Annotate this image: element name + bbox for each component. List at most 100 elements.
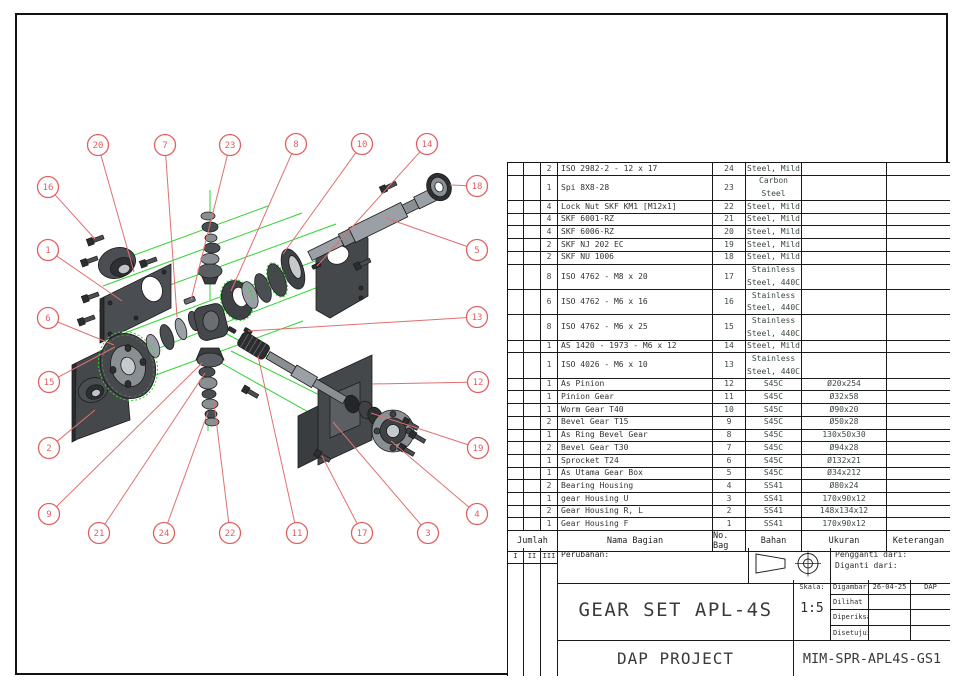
balloon-16 — [36, 175, 60, 199]
cell-material: SS41 — [746, 480, 802, 493]
balloon-18 — [465, 174, 489, 198]
cell-size — [802, 239, 887, 252]
balloon-22 — [218, 521, 242, 545]
cell-remark — [887, 480, 950, 493]
cell-blank-2 — [524, 480, 541, 493]
leader-line-20 — [100, 154, 135, 273]
gears-and-bearings — [77, 211, 415, 453]
balloon-number-6: 6 — [45, 314, 50, 324]
diganti-label: Diganti dari: — [835, 561, 898, 571]
balloon-9 — [37, 502, 61, 526]
leader-line-14 — [316, 151, 421, 267]
cell-no-bag: 2 — [713, 505, 746, 519]
cell-no-bag: 8 — [713, 429, 746, 443]
cell-name: SKF NU 1006 — [558, 251, 713, 265]
signoff-label: Dilihat — [831, 595, 869, 611]
cell-blank-2 — [524, 442, 541, 455]
cell-no-bag: 20 — [713, 226, 746, 240]
first-angle-projection-icon — [755, 550, 821, 577]
header-ukuran: Ukuran — [802, 531, 887, 553]
balloon-8 — [284, 132, 308, 156]
balloon-number-2: 2 — [46, 444, 51, 454]
balloon-number-22: 22 — [225, 529, 236, 539]
leader-line-17 — [321, 455, 358, 524]
balloon-24 — [152, 521, 176, 545]
cell-name: As Ring Bevel Gear — [558, 429, 713, 443]
cell-remark — [887, 442, 950, 455]
balloon-7 — [153, 133, 177, 157]
cell-material: Steel, Mild — [746, 226, 802, 240]
cell-no-bag: 10 — [713, 404, 746, 417]
cell-name: As Utama Gear Box — [558, 467, 713, 481]
balloon-number-7: 7 — [162, 141, 167, 151]
cell-blank-2 — [524, 454, 541, 468]
cell-material: Steel, Mild — [746, 163, 802, 176]
pengganti-cell: Pengganti dari: Diganti dari: — [831, 548, 950, 585]
cell-no-bag: 17 — [713, 264, 746, 290]
cell-no-bag: 23 — [713, 175, 746, 202]
cell-name: Sprocket T24 — [558, 454, 713, 468]
signoff-label: Digambar — [831, 580, 869, 596]
cell-blank-2 — [524, 492, 541, 506]
header-bahan: Bahan — [746, 531, 802, 553]
cell-blank-2 — [524, 416, 541, 430]
leader-line-12 — [371, 381, 468, 385]
cell-material: Steel, Mild — [746, 340, 802, 354]
cell-blank-1 — [508, 163, 524, 176]
cell-blank-1 — [508, 353, 524, 379]
cell-blank-1 — [508, 201, 524, 214]
cell-name: ISO 4026 - M6 x 10 — [558, 353, 713, 379]
cell-remark — [887, 353, 950, 379]
cell-no-bag: 7 — [713, 442, 746, 455]
cell-qty: 1 — [541, 429, 558, 443]
balloon-number-13: 13 — [472, 313, 483, 323]
cell-size: Ø80x24 — [802, 480, 887, 493]
balloon-15 — [37, 370, 61, 394]
balloon-number-15: 15 — [44, 378, 55, 388]
cell-no-bag: 11 — [713, 391, 746, 405]
balloon-number-17: 17 — [357, 529, 368, 539]
revision-col-3: III — [541, 548, 558, 676]
cell-material: S45C — [746, 467, 802, 481]
leader-line-3 — [332, 421, 422, 526]
cell-material: Stainless Steel, 440C — [746, 289, 802, 316]
balloon-number-20: 20 — [93, 141, 104, 151]
cell-blank-1 — [508, 239, 524, 252]
project-cell: DAP PROJECT — [558, 641, 794, 676]
cell-material: Steel, Mild — [746, 239, 802, 252]
signoff-by — [911, 610, 950, 626]
cell-qty: 2 — [541, 251, 558, 265]
signoff-value: 26-04-25 — [869, 580, 911, 596]
cell-no-bag: 6 — [713, 454, 746, 468]
balloon-number-16: 16 — [43, 183, 54, 193]
cell-qty: 1 — [541, 353, 558, 379]
revision-col-1: I — [508, 548, 524, 676]
cell-material: Stainless Steel, 440C — [746, 315, 802, 341]
cell-blank-1 — [508, 505, 524, 519]
balloon-23 — [218, 133, 242, 157]
cell-size: Ø94x28 — [802, 442, 887, 455]
cell-blank-2 — [524, 353, 541, 379]
cell-no-bag: 3 — [713, 492, 746, 506]
cell-blank-1 — [508, 175, 524, 202]
cell-size — [802, 226, 887, 240]
cell-name: Worm Gear T40 — [558, 404, 713, 417]
balloon-number-23: 23 — [225, 141, 236, 151]
cell-material: Stainless Steel, 440C — [746, 353, 802, 379]
cell-material: S45C — [746, 391, 802, 405]
balloon-number-12: 12 — [473, 378, 484, 388]
cell-blank-1 — [508, 480, 524, 493]
cell-no-bag: 9 — [713, 416, 746, 430]
signoff-value — [869, 595, 911, 611]
